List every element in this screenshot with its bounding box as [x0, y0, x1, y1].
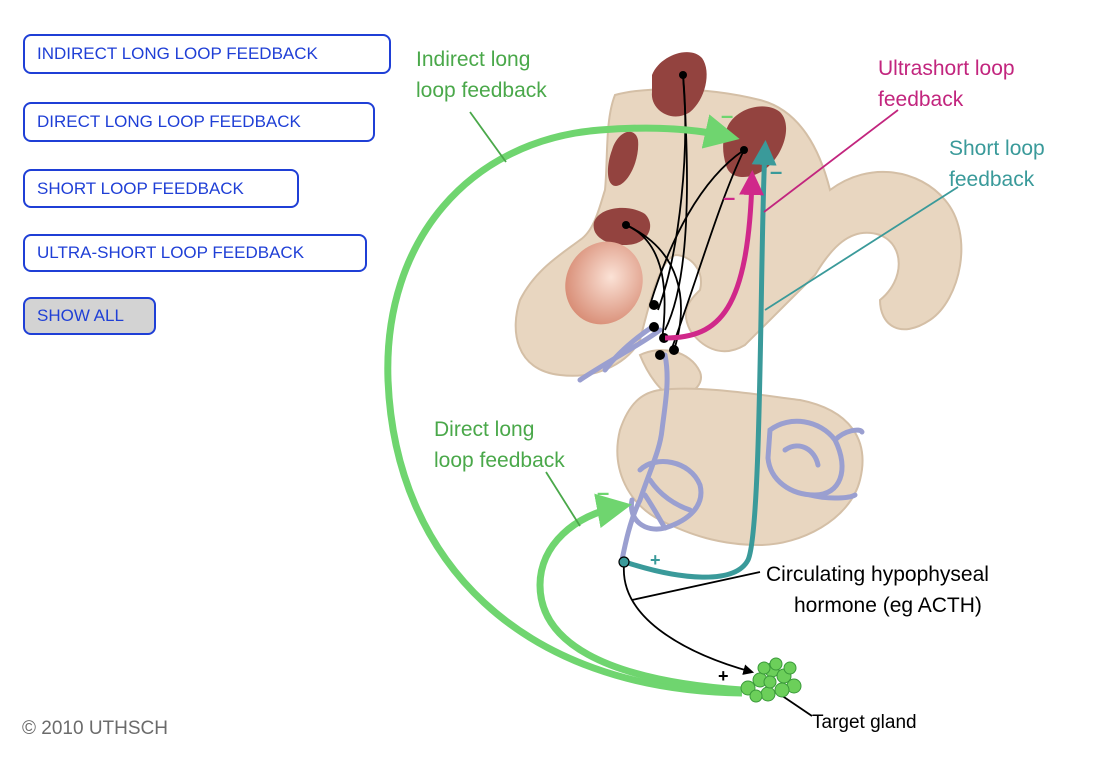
neuron-bodies [622, 71, 748, 360]
short-loop-path [624, 140, 777, 580]
direct-long-loop-path [536, 493, 743, 694]
circulating-hormone-path [623, 564, 755, 675]
ultrashort-label-line1: Ultrashort loop [878, 57, 1015, 80]
direct-long-label-line2: loop feedback [434, 449, 565, 472]
ultra-short-loop-button[interactable]: ULTRA-SHORT LOOP FEEDBACK [23, 234, 367, 272]
ultrashort-loop-path [664, 170, 765, 341]
indirect-minus-sign: – [721, 103, 733, 128]
indirect-long-label-line2: loop feedback [416, 79, 547, 102]
neuron-axons [625, 74, 745, 351]
ultrashort-minus-sign: – [723, 185, 735, 210]
indirect-long-label-line1: Indirect long [416, 48, 530, 71]
show-all-button[interactable]: SHOW ALL [23, 297, 156, 335]
direct-long-loop-button[interactable]: DIRECT LONG LOOP FEEDBACK [23, 102, 375, 142]
diagram-labels: Indirect long loop feedback Ultrashort l… [416, 48, 1045, 733]
direct-minus-sign: – [597, 480, 609, 505]
target-plus-sign: + [718, 666, 729, 686]
ultrashort-label-line2: feedback [878, 88, 964, 111]
short-loop-button[interactable]: SHORT LOOP FEEDBACK [23, 169, 299, 208]
indirect-long-loop-path [384, 114, 743, 697]
direct-long-label-line1: Direct long [434, 418, 534, 441]
target-gland [740, 657, 802, 703]
short-loop-label-line1: Short loop [949, 137, 1045, 160]
copyright-notice: © 2010 UTHSCH [22, 718, 168, 739]
circulating-hormone-label-line1: Circulating hypophyseal [766, 563, 989, 586]
circulating-hormone-label-line2: hormone (eg ACTH) [794, 594, 982, 617]
indirect-long-loop-button[interactable]: INDIRECT LONG LOOP FEEDBACK [23, 34, 391, 74]
target-gland-label: Target gland [812, 712, 917, 733]
short-minus-sign: – [770, 159, 782, 184]
short-plus-sign: + [650, 550, 661, 570]
feedback-signs: – – – – + + [597, 103, 782, 686]
pituitary-cell [618, 556, 630, 568]
leader-lines [469, 109, 959, 717]
portal-vessels [577, 322, 865, 563]
short-loop-label-line2: feedback [949, 168, 1035, 191]
